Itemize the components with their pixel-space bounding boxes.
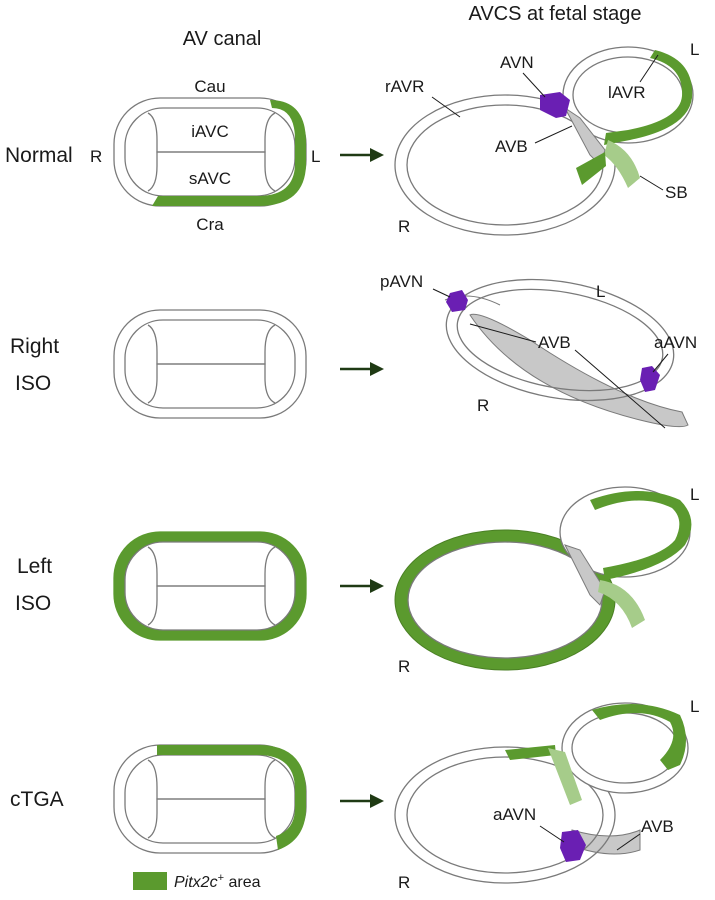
canal-ctga (113, 744, 307, 854)
label-r-left: R (398, 657, 410, 676)
label-l-normal: L (690, 40, 699, 59)
arrow-left-iso (340, 579, 384, 593)
row-label-right-line1: Right (10, 335, 59, 358)
label-lavr: lAVR (608, 83, 645, 102)
label-l-ctga: L (690, 697, 699, 716)
label-aavn-right: aAVN (654, 333, 697, 352)
row-label-right-line2: ISO (15, 372, 51, 395)
canal-left-iso (113, 531, 307, 641)
arrow-normal (340, 148, 384, 162)
canal-label-r: R (90, 147, 102, 166)
header-avcs: AVCS at fetal stage (468, 3, 641, 25)
label-r-right: R (477, 396, 489, 415)
legend-sup: + (218, 872, 224, 884)
canal-label-cau: Cau (194, 77, 225, 96)
canal-label-iavc: iAVC (191, 122, 228, 141)
arrow-ctga (340, 794, 384, 808)
label-ravr: rAVR (385, 77, 424, 96)
avcs-left-iso (394, 486, 692, 671)
label-r-ctga: R (398, 873, 410, 892)
canal-label-cra: Cra (196, 215, 224, 234)
avcs-right-iso (444, 278, 689, 428)
canal-right-iso (113, 309, 307, 419)
label-aavn-ctga: aAVN (493, 805, 536, 824)
canal-label-savc: sAVC (189, 169, 231, 188)
row-label-ctga: cTGA (10, 788, 64, 811)
header-av-canal: AV canal (183, 28, 262, 50)
label-pavn: pAVN (380, 272, 423, 291)
canal-normal (113, 97, 307, 207)
legend-gene: Pitx2c (174, 874, 218, 891)
label-l-left: L (690, 485, 699, 504)
avcs-ctga (394, 702, 689, 884)
label-avb-right: AVB (538, 333, 571, 352)
label-avb-normal: AVB (495, 137, 528, 156)
label-avb-ctga: AVB (641, 817, 674, 836)
legend-label: Pitx2c+ area (174, 872, 261, 891)
canal-label-l: L (311, 147, 320, 166)
arrow-right-iso (340, 362, 384, 376)
row-label-left-line2: ISO (15, 592, 51, 615)
legend-rest: area (224, 874, 261, 891)
avcs-normal (394, 46, 694, 236)
row-label-left-line1: Left (17, 555, 52, 578)
label-l-right: L (596, 282, 605, 301)
label-r-normal: R (398, 217, 410, 236)
label-avn: AVN (500, 53, 534, 72)
legend-swatch (133, 872, 167, 890)
row-label-normal: Normal (5, 144, 73, 167)
label-sb: SB (665, 183, 688, 202)
